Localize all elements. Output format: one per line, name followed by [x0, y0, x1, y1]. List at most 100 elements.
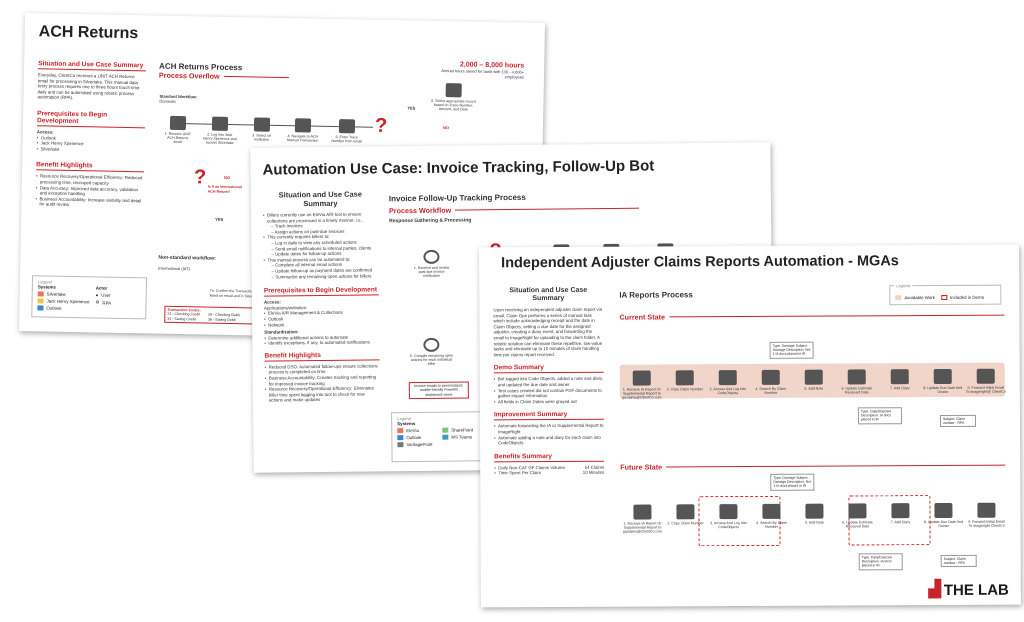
ia-situation-heading: Situation and Use Case Summary — [509, 286, 588, 303]
ia-current-step-7: 7. Add Diary — [880, 369, 920, 390]
ia-legend-item: Avoidable Work — [904, 295, 935, 301]
ia-process-title: IA Reports Process — [619, 290, 693, 300]
ia-current-step-5: 5. Add Note — [794, 369, 834, 391]
invoice-gather-label: Response Gathering & Processing — [389, 217, 472, 225]
note-icon — [805, 503, 824, 519]
ach-yes-label: YES — [407, 105, 416, 111]
decision-icon: ? — [193, 166, 207, 189]
ia-legend-item: Included in Demo — [949, 294, 985, 300]
ia-benefits-heading: Benefits Summary — [494, 452, 605, 463]
ia-diary-badge: Type: Daily/Daycare Description: IA docs… — [858, 553, 903, 571]
invoice-email-note: Invoice emails to personalized, mobile-f… — [408, 381, 469, 400]
invoice-legend-item: Outlook — [406, 434, 422, 441]
ia-future-step-label: 1. Receive IA Report Or Supplemental Rep… — [622, 521, 663, 535]
decision-icon: ? — [374, 114, 388, 138]
xperience-swatch — [37, 298, 44, 304]
search-icon — [761, 369, 780, 385]
invoice-workflow-title: Process Workflow — [389, 204, 639, 216]
ia-future-step-7: 7. Add Diary — [880, 503, 920, 524]
ach-no-label: NO — [442, 125, 450, 131]
ach-step-6: 6. Select appropriate record based on Tr… — [428, 83, 479, 113]
email-icon — [976, 368, 995, 384]
building-icon: ▟ — [928, 581, 941, 599]
ia-current-step-label: 4. Search By Claim Number — [755, 386, 787, 396]
ach-nonstd-sub: International (IAT) — [158, 265, 190, 272]
search-icon — [762, 503, 781, 519]
ia-improve-item: Automate adding a note and diary for eac… — [494, 434, 604, 446]
ach-no-label-2: NO — [223, 174, 231, 181]
ia-future-step-6: 6. Update Estimate Received Date — [837, 503, 877, 529]
invoice-legend-item: MS Teams — [451, 434, 473, 440]
calendar-icon — [847, 369, 866, 385]
ia-future-step-label: 9. Forward Initial Email To imageright C… — [968, 519, 1005, 529]
user-icon: ● — [95, 292, 99, 298]
ach-left-column: Situation and Use Case Summary Everyday,… — [35, 53, 147, 209]
ia-legend: Legend Avoidable Work Included in Demo — [889, 283, 1002, 306]
ia-future-step-9: 9. Forward Initial Email To imageright C… — [966, 502, 1006, 529]
included-swatch — [940, 294, 947, 300]
ia-future-state-title: Future State — [620, 461, 1005, 471]
outlook-swatch — [397, 435, 404, 441]
ia-note-badge: Type: Damage Subject: Damage Description… — [769, 341, 814, 359]
ach-step-4: 4. Navigate to ACH Manual Transaction — [285, 118, 321, 143]
ia-subject-badge: Subject: Claim number - RPA — [939, 414, 977, 428]
the-lab-logo-text: THE LAB — [943, 581, 1009, 599]
email-icon — [633, 504, 652, 520]
diary-icon — [891, 503, 910, 519]
ia-current-step-label: 1. Receive IA Report Or Supplemental Rep… — [622, 387, 662, 401]
invoice-access-item: Network — [264, 321, 379, 328]
ia-future-step-3: 3. Access And Log Into CodeObjects — [708, 504, 748, 530]
ia-current-step-3: 3. Access And Log Into CodeObjects — [708, 370, 748, 396]
ia-current-step-8: 8. Update Due Date And Owner — [923, 368, 963, 395]
ach-step-label: 4. Navigate to ACH Manual Transaction — [286, 134, 319, 143]
ach-step-5: 5. Enter Trace Number from email — [329, 119, 365, 144]
ia-current-step-label: 8. Update Due Date And Owner — [923, 385, 963, 395]
ia-future-step-label: 5. Add Note — [805, 520, 824, 525]
ia-current-step-4: 4. Search By Claim Number — [751, 369, 791, 396]
ia-benefit-label: Time Spent Per Claim — [498, 470, 542, 476]
the-lab-logo: ▟ THE LAB — [928, 579, 1009, 599]
ach-legend-systems: Systems — [37, 284, 56, 290]
ach-benefit-heading: Benefit Highlights — [36, 161, 145, 173]
ia-future-step-label: 7. Add Diary — [890, 520, 911, 525]
ach-legend-actor: Actor — [95, 285, 108, 291]
ia-future-step-4: 4. Search By Claim Number — [751, 503, 791, 530]
calendar-icon — [933, 368, 952, 385]
ach-situation-heading: Situation and Use Case Summary — [38, 60, 147, 72]
ach-standard-sub: Domestic — [159, 98, 177, 104]
ia-benefit-value: 10 Minutes — [582, 470, 605, 476]
browser-icon — [718, 370, 737, 386]
ach-hours-sub: Annual hours saved for bank with 100 - 4… — [441, 68, 525, 80]
invoice-std-item: Identify exceptions, if any, to automate… — [264, 340, 379, 347]
ia-current-step-label: 5. Add Note — [804, 386, 824, 391]
invoice-step-5: 5. Compile remaining open actions for ea… — [408, 337, 454, 367]
sharepoint-swatch — [442, 427, 449, 433]
ia-claims-sheet: Independent Adjuster Claims Reports Auto… — [479, 244, 1021, 608]
ia-future-step-8: 8. Update Due Date And Owner — [923, 502, 963, 529]
invoice-process-area: Invoice Follow-Up Tracking Process Proce… — [388, 192, 639, 225]
ach-legend-item: Silverlake — [46, 291, 66, 297]
ia-future-step-label: 4. Search By Claim Number — [756, 520, 787, 530]
invoice-legend-item: EleVia — [406, 427, 419, 434]
ia-legend-title: Legend — [894, 283, 913, 289]
ia-subject-badge: Subject: Claim number - RPA — [940, 554, 977, 568]
ia-future-step-5: 5. Add Note — [794, 503, 834, 525]
ia-current-step-2: 2. Copy Claim Number — [665, 370, 705, 391]
ia-future-step-label: 2. Copy Claim Number — [667, 521, 704, 526]
note-icon — [804, 369, 823, 385]
invoice-workflow-title-text: Process Workflow — [388, 205, 452, 216]
ia-future-step-label: 8. Update Due Date And Owner — [924, 519, 963, 529]
ia-diary-badge: Type: Daily/Daycare Description: IA docs… — [857, 407, 902, 425]
ach-step-label: 3. Select on institution — [252, 133, 272, 142]
vantagepoint-swatch — [397, 442, 404, 448]
teams-swatch — [442, 434, 449, 440]
calendar-icon — [848, 503, 867, 519]
ach-legend: Legend Systems Silverlake Jack Henry Xpe… — [31, 275, 148, 320]
invoice-process-title: Invoice Follow-Up Tracking Process — [388, 192, 526, 204]
invoice-legend-item: SharePoint — [451, 427, 474, 433]
ia-current-step-label: 7. Add Diary — [889, 386, 910, 391]
ia-current-state-text: Current State — [619, 312, 665, 322]
ia-current-step-6: 6. Update Estimate Received Date — [837, 369, 877, 395]
ach-intl-label: Is it an International ACH Return? — [207, 184, 242, 195]
